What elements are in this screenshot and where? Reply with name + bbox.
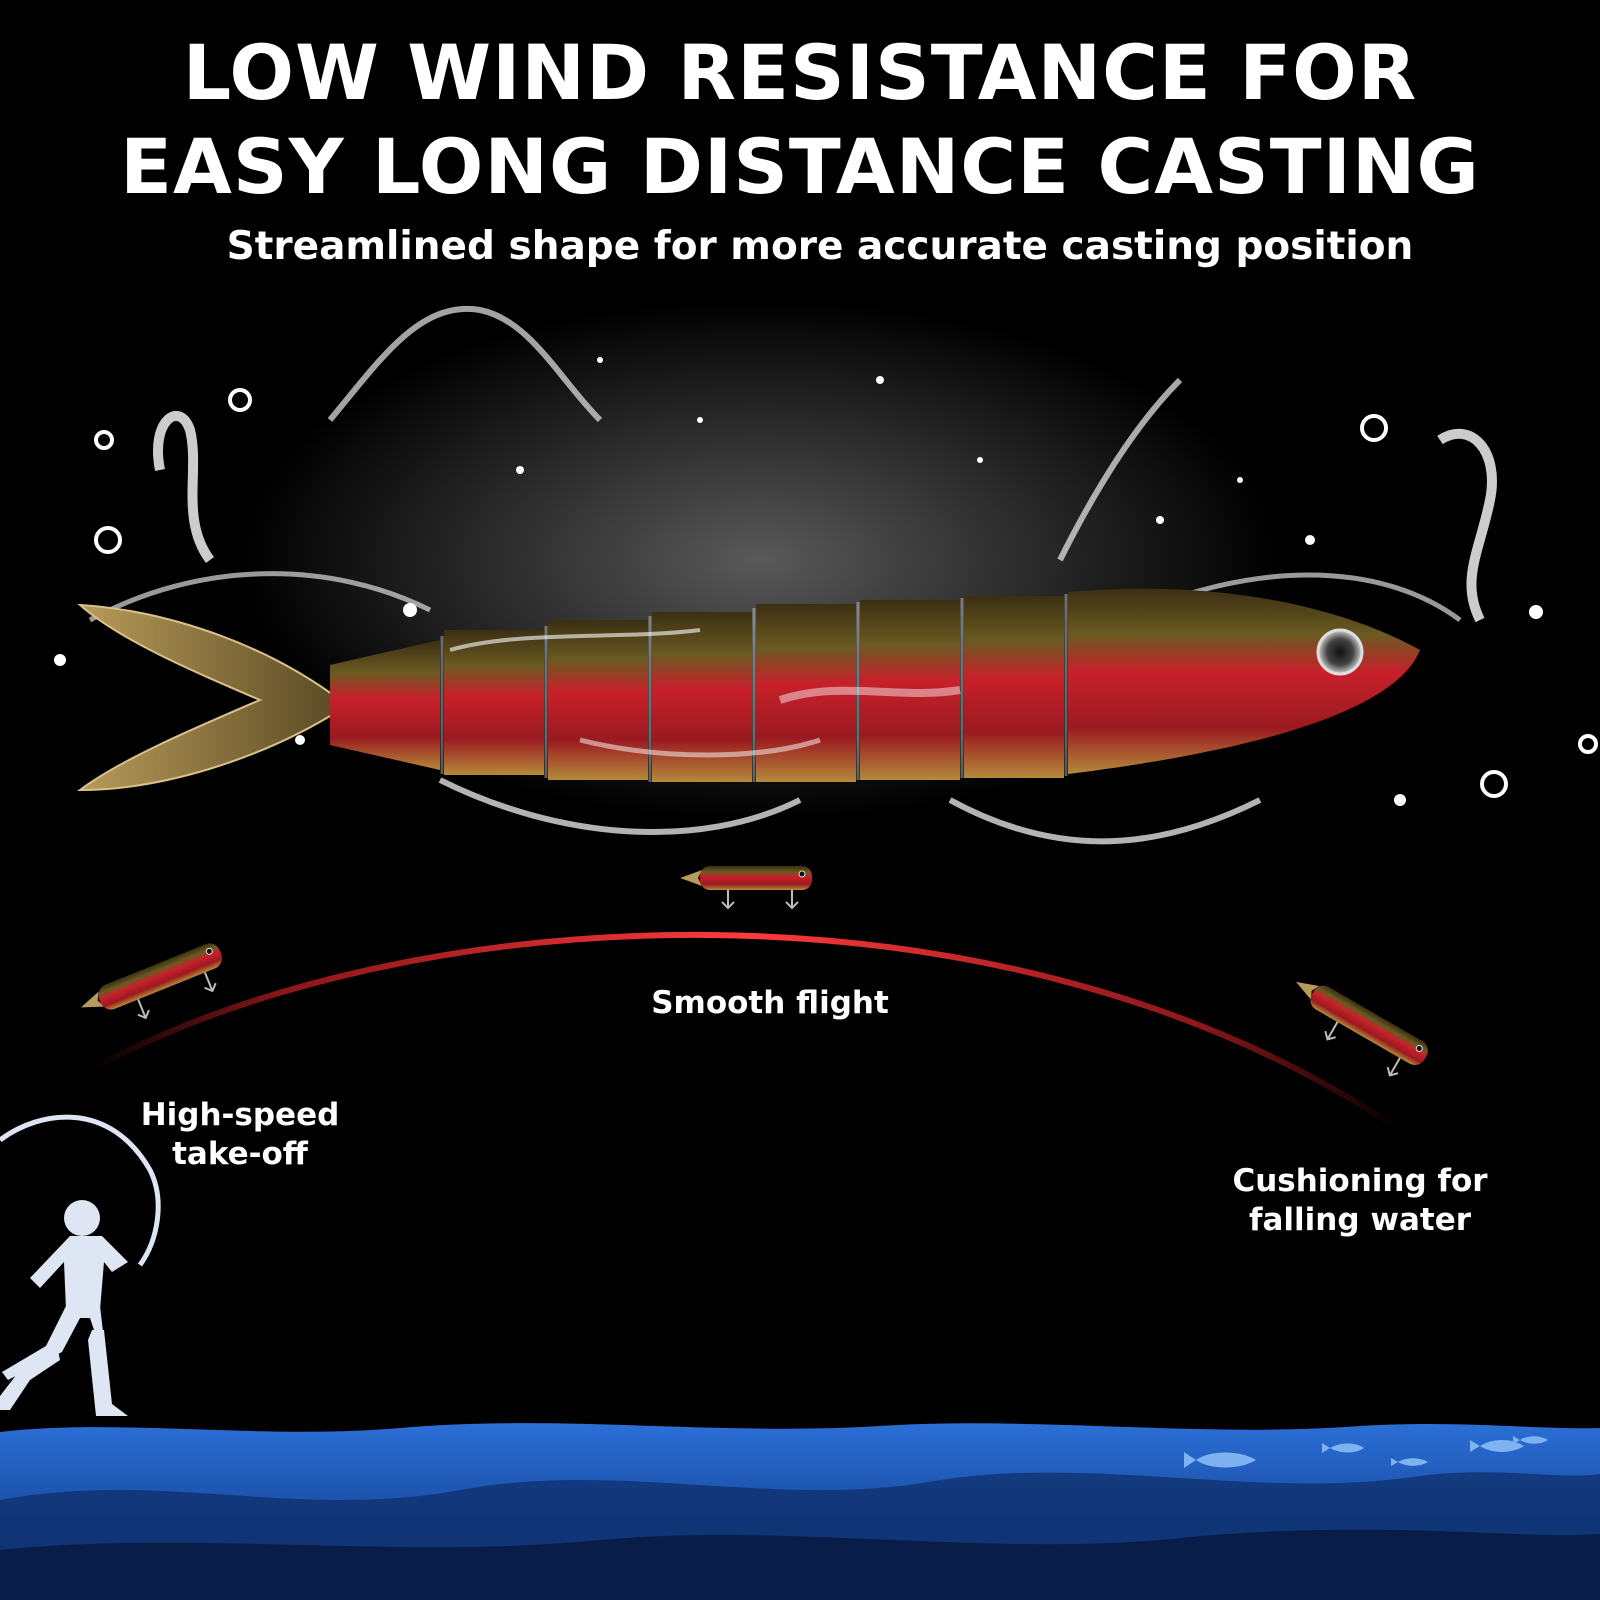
fishing-lure-icon [80,943,222,1020]
smooth-flight-label: Smooth flight [651,985,889,1021]
fishing-lure-icon [76,588,1420,792]
takeoff-label-line-2: take-off [172,1136,308,1172]
headline-line-1: LOW WIND RESISTANCE FOR [182,28,1418,117]
water-surface [0,1423,1600,1600]
cushioning-label-line-2: falling water [1248,1202,1472,1238]
takeoff-label: High-speed take-off [110,1096,370,1174]
trajectory-arc [88,932,1402,1133]
headline: LOW WIND RESISTANCE FOR EASY LONG DISTAN… [0,26,1600,214]
subheadline: Streamlined shape for more accurate cast… [226,224,1414,269]
cushioning-label-line-1: Cushioning for [1232,1163,1488,1199]
takeoff-label-line-1: High-speed [140,1097,340,1133]
fishing-lure-icon [680,866,812,910]
fish-school-icon [1184,1436,1548,1468]
cushioning-label: Cushioning for falling water [1210,1162,1510,1240]
headline-line-2: EASY LONG DISTANCE CASTING [120,122,1480,211]
fisherman-silhouette-icon [0,1114,161,1416]
fishing-lure-icon [1296,981,1428,1077]
